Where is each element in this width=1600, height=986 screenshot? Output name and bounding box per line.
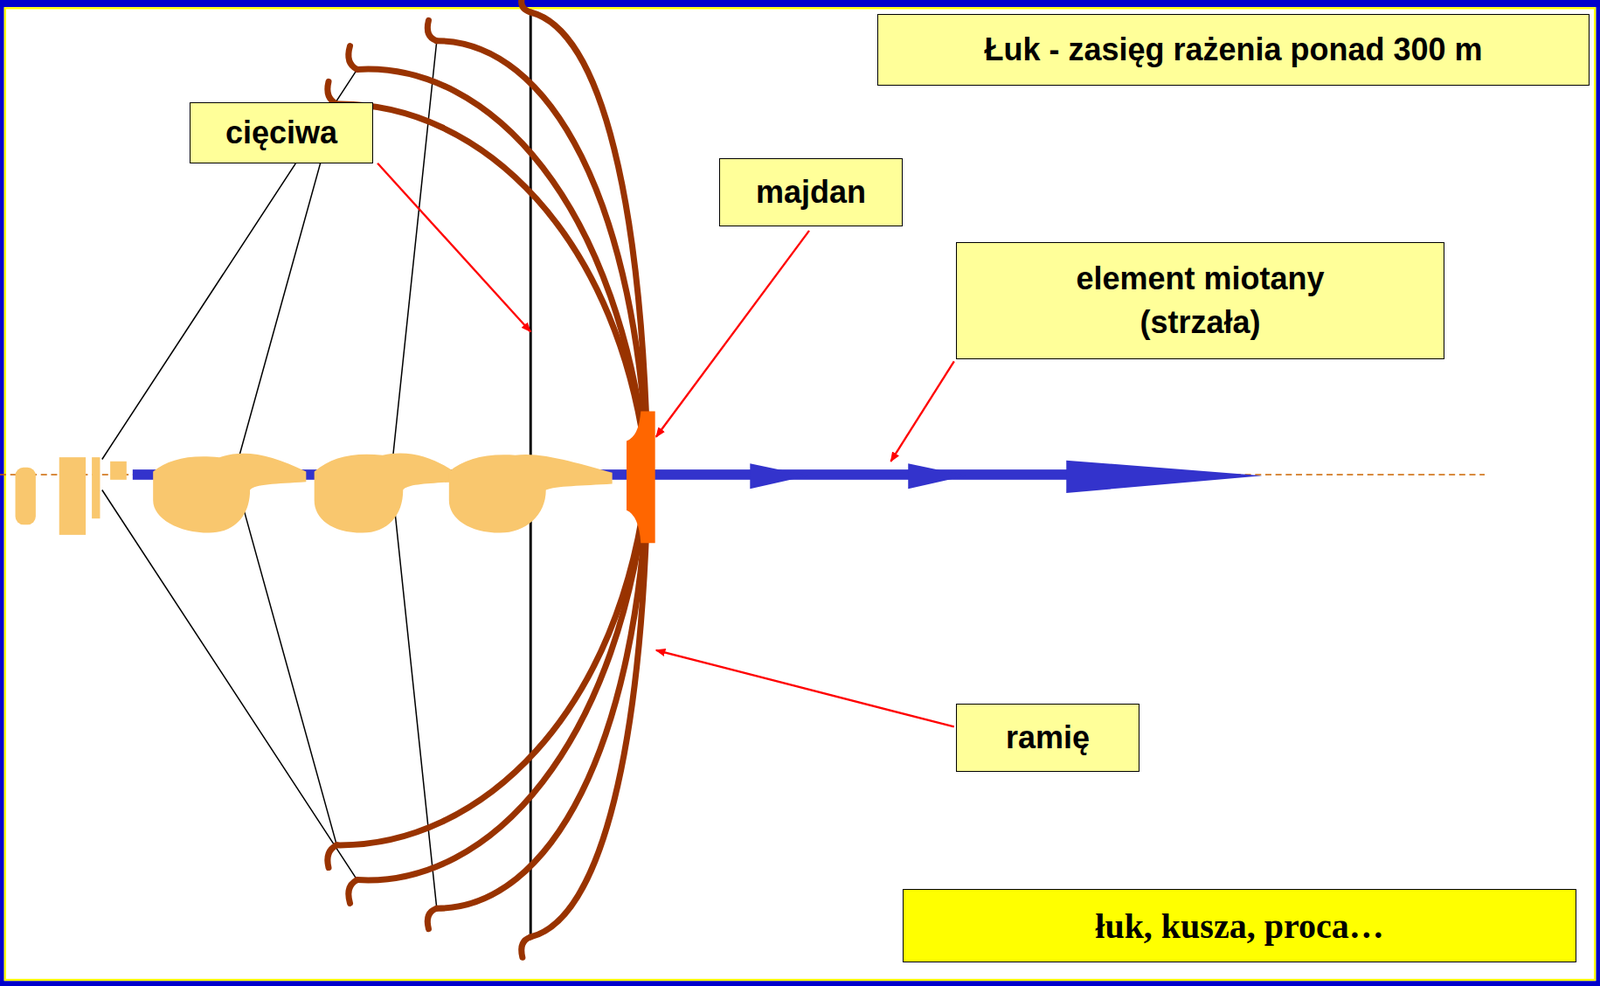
label-box: majdan (719, 158, 903, 227)
label-box-text: majdan (755, 170, 866, 215)
title-box: Łuk - zasięg rażenia ponad 300 m (877, 13, 1590, 86)
title-box-text: Łuk - zasięg rażenia ponad 300 m (983, 27, 1483, 72)
caption-box: łuk, kusza, proca… (902, 888, 1577, 963)
label-box-text: element miotany (strzała) (1052, 256, 1350, 346)
label-box: cięciwa (189, 102, 374, 164)
label-box: element miotany (strzała) (955, 242, 1445, 360)
label-box-text: ramię (1005, 715, 1090, 760)
label-box-text: cięciwa (225, 110, 338, 155)
label-box: ramię (955, 703, 1140, 772)
caption-box-text: łuk, kusza, proca… (1094, 905, 1384, 947)
